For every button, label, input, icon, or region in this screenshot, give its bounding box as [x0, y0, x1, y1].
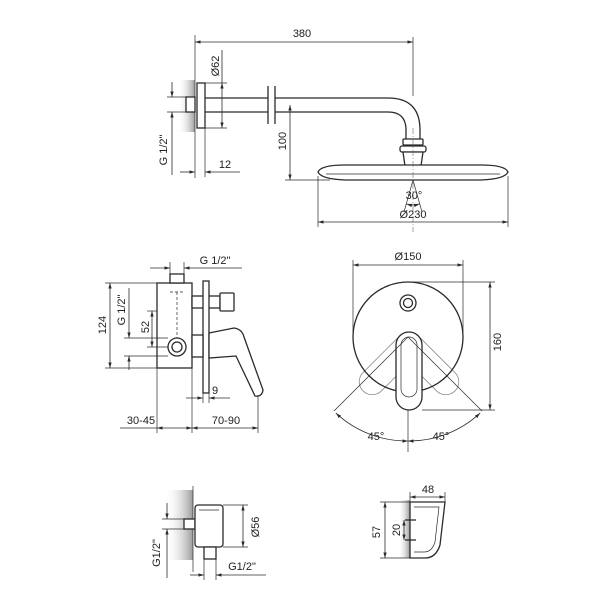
cartridge — [191, 334, 204, 358]
holder-body — [409, 501, 446, 559]
label-lever-angle-right: 45° — [433, 431, 450, 443]
label-hole-spacing: 20 — [391, 524, 403, 536]
hose-connector — [203, 546, 217, 560]
label-body-height: 124 — [97, 316, 109, 334]
shower-arm — [205, 86, 421, 139]
label-outlet-hose-thread: G1/2" — [228, 561, 256, 573]
label-holder-depth: 48 — [422, 484, 434, 496]
label-flange-depth: 12 — [219, 159, 231, 171]
diverter-button — [399, 294, 417, 312]
label-inlet-thread: G 1/2" — [116, 295, 128, 326]
mixer-lever — [208, 327, 264, 397]
dim-tilt-angle — [406, 203, 420, 208]
label-wall-thread: G 1/2" — [158, 135, 170, 166]
label-top-thread: G 1/2" — [200, 255, 231, 267]
outlet-nipple — [183, 518, 196, 530]
label-head-diameter: Ø230 — [400, 209, 427, 221]
label-projection: 70-90 — [212, 415, 240, 427]
outlet-body — [194, 504, 224, 548]
label-wall-depth: 30-45 — [127, 415, 155, 427]
wall-nipple — [185, 96, 196, 113]
label-flange-diameter: Ø62 — [210, 56, 222, 77]
dim-lever-angle-left — [335, 412, 409, 443]
dim-lever-angle-right — [407, 412, 481, 443]
label-head-drop: 100 — [277, 132, 289, 150]
shower-arm-view: 380 Ø62 G 1/2" 12 100 30° Ø230 — [158, 28, 509, 232]
label-outlet-spacing: 52 — [140, 321, 152, 333]
label-plate-diameter: Ø150 — [395, 251, 422, 263]
label-arm-length: 380 — [293, 28, 311, 40]
mixer-side-view: G 1/2" 124 G 1/2" 52 9 30-45 70-90 — [97, 255, 264, 433]
label-outlet-diameter: Ø56 — [250, 517, 262, 538]
front-lever — [395, 331, 423, 411]
label-lever-angle-left: 45° — [368, 431, 385, 443]
label-holder-height: 57 — [371, 526, 383, 538]
outlet-nut — [219, 292, 235, 312]
cover-plate-side — [202, 280, 210, 394]
mixer-front-view: Ø150 160 45° 45° — [333, 251, 504, 452]
top-nipple — [169, 273, 185, 284]
label-tilt-angle: 30° — [406, 190, 423, 202]
wall-flange — [196, 82, 206, 129]
wall-outlet-view: Ø56 G1/2" G1/2" — [151, 486, 266, 580]
holder-view: 48 57 20 — [371, 484, 446, 559]
label-plate-thickness: 9 — [212, 385, 218, 397]
label-total-height: 160 — [492, 333, 504, 351]
inlet-port — [167, 337, 187, 357]
label-outlet-wall-thread: G1/2" — [151, 539, 163, 567]
